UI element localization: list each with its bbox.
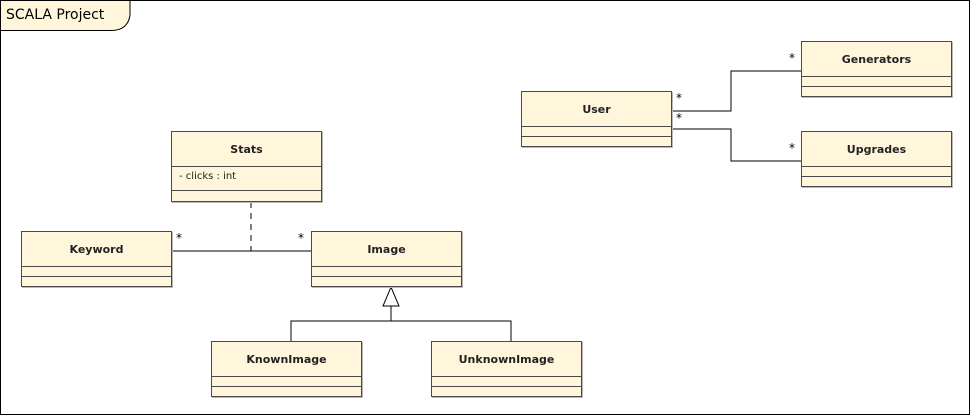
class-unknownimage-attributes <box>432 377 581 387</box>
multiplicity-keyword-end: * <box>176 231 182 245</box>
class-unknownimage-name: UnknownImage <box>432 342 581 377</box>
class-generators-attributes <box>802 77 951 87</box>
class-image[interactable]: Image <box>311 231 462 287</box>
class-unknownimage[interactable]: UnknownImage <box>431 341 582 397</box>
multiplicity-user-upgrades-source: * <box>676 111 682 125</box>
class-generators[interactable]: Generators <box>801 41 952 97</box>
class-stats[interactable]: Stats - clicks : int <box>171 131 322 202</box>
class-user-attributes <box>522 127 671 137</box>
multiplicity-image-end: * <box>298 231 304 245</box>
association-user-upgrades[interactable] <box>671 128 801 162</box>
generalization-arrowhead <box>382 285 400 307</box>
frame-tab-shape <box>0 0 131 31</box>
class-user-name: User <box>522 92 671 127</box>
multiplicity-user-generators-target: * <box>789 51 795 65</box>
class-knownimage[interactable]: KnownImage <box>211 341 362 397</box>
class-upgrades-attributes <box>802 167 951 177</box>
class-stats-attributes: - clicks : int <box>172 167 321 191</box>
class-user[interactable]: User <box>521 91 672 147</box>
frame-title: SCALA Project <box>6 7 105 23</box>
generalization-unknownimage[interactable] <box>391 320 512 341</box>
multiplicity-user-upgrades-target: * <box>789 141 795 155</box>
class-stats-name: Stats <box>172 132 321 167</box>
class-keyword-attributes <box>22 267 171 277</box>
attribute-clicks: - clicks : int <box>179 171 237 182</box>
class-knownimage-attributes <box>212 377 361 387</box>
association-user-generators[interactable] <box>671 70 801 112</box>
class-keyword-name: Keyword <box>22 232 171 267</box>
class-knownimage-name: KnownImage <box>212 342 361 377</box>
generalization-knownimage[interactable] <box>290 320 391 341</box>
class-upgrades[interactable]: Upgrades <box>801 131 952 187</box>
class-upgrades-name: Upgrades <box>802 132 951 167</box>
class-image-name: Image <box>312 232 461 267</box>
class-keyword[interactable]: Keyword <box>21 231 172 287</box>
class-generators-name: Generators <box>802 42 951 77</box>
multiplicity-user-generators-source: * <box>676 91 682 105</box>
class-image-attributes <box>312 267 461 277</box>
